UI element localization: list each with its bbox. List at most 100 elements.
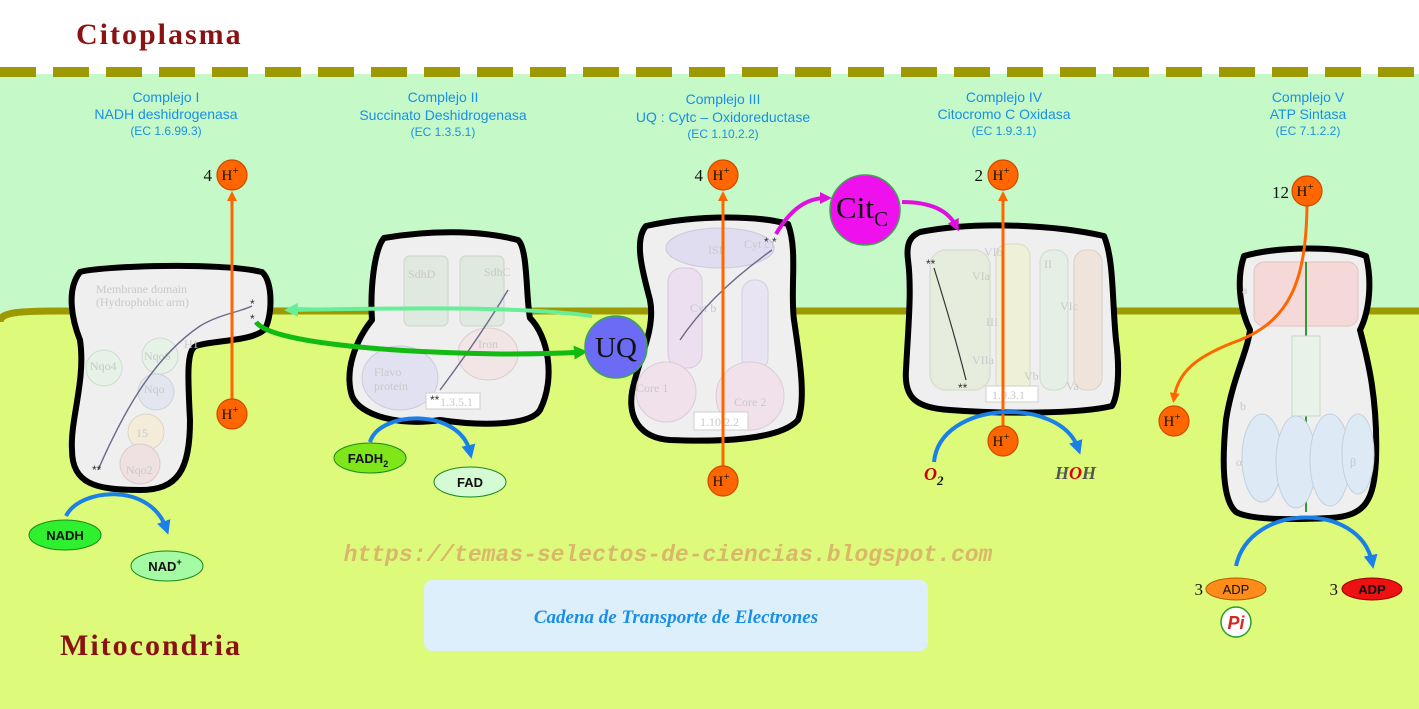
cytoplasm-background (0, 0, 1419, 74)
complex-5-structure: a b α β (1220, 245, 1380, 523)
complex-5-ec: (EC 7.1.2.2) (1276, 124, 1341, 138)
proton-symbol: H (712, 474, 723, 490)
complex-4-vic-label: VIc (1060, 299, 1078, 313)
complex-2-electron-trace (439, 289, 509, 391)
ubiquinone-carrier (584, 315, 648, 379)
complex-4-iii-label: III (986, 315, 998, 329)
complex-2-sdhd-label: SdhD (408, 267, 436, 281)
atp-synthesis-arrow (1234, 515, 1378, 569)
atp-label: ADP (1358, 582, 1386, 597)
complex-4-name: Complejo IV (966, 89, 1043, 105)
complex-2-flavo-label: Flavo (374, 365, 401, 379)
water-h2: H (1081, 463, 1097, 483)
complex-1-electron-dots: * (250, 297, 255, 311)
nad-label: NAD+ (148, 557, 181, 574)
complex-2-protein-label: protein (374, 379, 408, 393)
complex-3-electron-trace (679, 249, 773, 341)
fadh2-label: FADH2 (348, 451, 388, 469)
complex-4-proton-count: 2 (975, 166, 984, 185)
complex-1-subunit (85, 349, 123, 387)
electron-path-to-uq (253, 320, 588, 360)
oxygen-reduction-arrow (932, 410, 1083, 463)
complex-5-proton-count: 12 (1272, 183, 1289, 202)
proton-charge: + (1003, 165, 1009, 177)
fad-label: FAD (457, 475, 483, 490)
complex-2-structure: SdhD SdhC Flavo protein Iron 1.3.5.1 ** (346, 229, 552, 427)
complex-4-structure: VIb VIa II VIc III VIIa Vb Va 1.9.3.1 **… (902, 222, 1122, 416)
complex-3-structure: ISP Cyt c1 Cyt b Core 1 Core 2 1.10.2.2 … (628, 214, 805, 444)
complex-3-cytb-label: Cyt b (690, 301, 716, 315)
proton-charge: + (723, 165, 729, 177)
complex-2-flavoprotein (361, 345, 439, 411)
complex-3-core1-label: Core 1 (636, 381, 668, 395)
fadh-subscript: 2 (383, 459, 388, 469)
complex-2-ec: (EC 1.3.5.1) (411, 125, 476, 139)
complex-5-enzyme: ATP Sintasa (1270, 106, 1347, 122)
proton-symbol: H (712, 168, 723, 184)
phosphate-label: Pi (1227, 613, 1245, 633)
complex-3-enzyme: UQ : Cytc – Oxidoreductase (636, 109, 811, 125)
adp-label: ADP (1223, 582, 1250, 597)
proton-charge: + (1174, 411, 1180, 423)
complex-2-electron-dots: ** (430, 393, 440, 407)
phosphate-molecule (1220, 606, 1252, 638)
complex-3-isp-label: ISP (708, 243, 726, 257)
complex-5-b-label: b (1240, 399, 1246, 413)
complex-4-viia-label: VIIa (972, 353, 995, 367)
complex-2-ec-label: 1.3.5.1 (440, 395, 473, 409)
complex-1-proton-in-label: H+ (221, 404, 238, 423)
complex-4-proton-in-label: H+ (992, 431, 1009, 450)
water-o: O (1069, 463, 1082, 483)
complex-4-ec-box (985, 385, 1039, 403)
fadh2-molecule (333, 442, 407, 474)
complex-4-enzyme: Citocromo C Oxidasa (937, 106, 1070, 122)
complex-2-title: Complejo II Succinato Deshidrogenasa (EC… (359, 89, 527, 139)
complex-3-subunit (741, 279, 769, 371)
complex-5-name: Complejo V (1272, 89, 1345, 105)
cytochrome-c-main: Cit (836, 190, 874, 225)
complex-1-domain-label: Membrane domain (96, 282, 187, 296)
proton-symbol: H (221, 407, 232, 423)
complex-3-subunit (665, 227, 775, 269)
uq-return-arrow (284, 302, 593, 318)
complex-4-proton-out (987, 159, 1019, 191)
nad-text: NAD (148, 559, 176, 574)
complex-4-ii-label: II (1044, 257, 1052, 271)
complex-1-structure: Membrane domain (Hydrophobic arm) Nqo4 N… (68, 262, 274, 493)
complex-4-electron-dots: ** (926, 257, 936, 271)
complex-1-proton-count: 4 (204, 166, 213, 185)
proton-charge: + (232, 404, 238, 416)
nad-charge: + (176, 557, 181, 567)
complex-4-subunit (929, 249, 991, 391)
complex-5-proton-in (1158, 405, 1190, 437)
nadh-label: NADH (46, 528, 84, 543)
complex-4-vib-label: VIb (984, 245, 1003, 259)
complex-2-ec-box (425, 392, 481, 410)
complex-4-ec-label: 1.9.3.1 (992, 388, 1025, 402)
complex-3-proton-count: 4 (695, 166, 704, 185)
complex-1-arm-label: (Hydrophobic arm) (96, 295, 189, 309)
complex-1-nqo6-label: Nqo6 (144, 349, 171, 363)
complex-4-electron-dots: ** (958, 381, 968, 395)
complex-1-proton-in (216, 398, 248, 430)
oxygen-text: O (924, 464, 937, 484)
atp-molecule (1341, 577, 1403, 601)
cytc-arrow-out (901, 200, 959, 232)
complex-1-h1-label: H1 (184, 337, 199, 351)
complex-3-core-1 (635, 361, 697, 423)
complex-1-electron-dots: * (250, 312, 255, 326)
complex-1-electron-dots: ** (92, 463, 102, 477)
mitochondria-label: Mitocondria (60, 629, 242, 662)
complex-2-name: Complejo II (408, 89, 479, 105)
proton-charge: + (723, 471, 729, 483)
fad-molecule (433, 466, 507, 498)
complex-5-proton-arrow (1169, 205, 1309, 403)
nadh-oxidation-arrow (64, 492, 171, 535)
complex-1-15-label: 15 (136, 426, 148, 440)
cytochrome-c-sub: C (874, 207, 888, 231)
complex-5-subunit (1341, 413, 1375, 495)
fadh-text: FADH (348, 451, 383, 466)
complex-3-ec: (EC 1.10.2.2) (687, 127, 758, 141)
source-url-watermark: https://temas-selectos-de-ciencias.blogs… (344, 542, 993, 568)
complex-5-proton-out-label: H+ (1296, 181, 1313, 200)
